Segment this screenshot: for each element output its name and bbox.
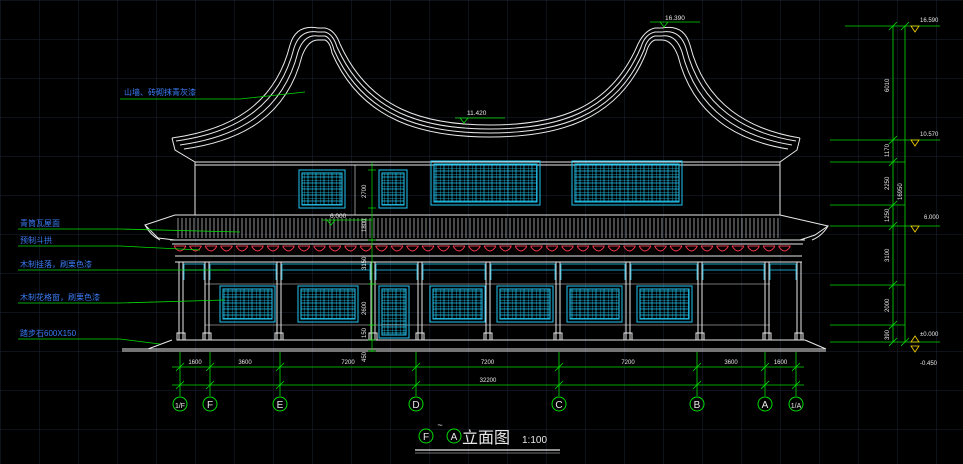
right-dim-seg-6: 2000 (885, 298, 891, 312)
inner-dim-1: 2700 (362, 184, 368, 198)
axis-bubble (551, 396, 567, 412)
inner-dim-4: 2600 (362, 301, 368, 315)
right-dim-seg-5: 3100 (885, 248, 891, 262)
axis-label: D (412, 400, 419, 411)
axis-label: 1/F (175, 403, 185, 410)
inner-dim-5: 150 (362, 327, 368, 338)
right-dim-seg-3: 2250 (885, 176, 891, 190)
axis-label: B (694, 400, 701, 411)
lower-window-2 (297, 285, 359, 323)
level-valley-label: 11.420 (467, 110, 487, 117)
base-plinth (122, 339, 827, 352)
title-tilde: ~ (437, 420, 442, 430)
inner-vertical-dims (368, 162, 376, 352)
axis-label: E (277, 400, 284, 411)
bracket-row (173, 245, 791, 252)
note-roof-tile: 青筒瓦屋面 (20, 218, 60, 228)
bottom-dim-seg: 1600 (774, 360, 788, 366)
upper-window-mid (378, 169, 408, 209)
right-level-mid: 6.000 (924, 215, 940, 221)
axis-label: C (555, 400, 562, 411)
axis-bubble (272, 396, 288, 412)
bottom-dim-seg: 3600 (724, 360, 738, 366)
right-dim-seg-2: 1170 (885, 143, 891, 157)
axis-bubbles: 1/F F E D C B A 1/A (172, 396, 804, 412)
axis-bubble (202, 396, 218, 412)
lower-eave (144, 214, 830, 245)
inner-dim-2: 1800 (362, 218, 368, 232)
right-level-upper: 10.570 (920, 132, 939, 138)
lower-windows (219, 285, 693, 339)
bottom-dim-total: 32200 (480, 378, 497, 384)
axis-bubble (788, 396, 804, 412)
bottom-dim-seg: 1600 (188, 360, 202, 366)
upper-window-left (298, 169, 346, 209)
note-labels: 山墙、砖砌抹青灰漆 青筒瓦屋面 预制斗拱 木制挂落，刷栗色漆 木制花格窗，刷栗色… (20, 87, 196, 338)
inner-dim-3: 3150 (362, 256, 368, 270)
upper-window-center (430, 160, 541, 206)
axis-bubble (408, 396, 424, 412)
lower-window-4 (496, 285, 554, 323)
title-axis-from: F (423, 432, 429, 443)
axis-bubble (757, 396, 773, 412)
lower-door (378, 285, 410, 339)
lower-window-3 (429, 285, 486, 323)
right-level-top: 16.590 (920, 18, 939, 24)
bottom-dim-seg: 7200 (621, 360, 635, 366)
right-level-below: -0.450 (920, 361, 938, 367)
bottom-dimension-lines (172, 352, 804, 396)
level-eave-label: 6.000 (330, 213, 347, 220)
axis-bubble (172, 396, 188, 412)
right-level-ground: ±0.000 (920, 332, 939, 338)
right-dim-seg-4: 1250 (885, 208, 891, 222)
bottom-dim-seg: 7200 (481, 360, 495, 366)
lower-window-5 (566, 285, 623, 323)
axis-label: 1/A (791, 403, 802, 410)
right-dim-seg-7: 390 (885, 329, 891, 340)
inner-dim-6: 450 (362, 351, 368, 362)
axis-label: A (762, 400, 769, 411)
upper-windows (298, 160, 683, 209)
roof-outline (171, 26, 801, 168)
right-level-triangles (910, 25, 920, 353)
lower-window-1 (219, 285, 276, 323)
right-dim-seg-1: 6010 (885, 78, 891, 92)
bottom-dim-seg: 7200 (341, 360, 355, 366)
drawing-title: F ~ A 立面图 1:100 (415, 420, 560, 454)
title-name: 立面图 (462, 429, 510, 447)
level-ridge-label: 16.390 (665, 15, 685, 22)
facade-level-marks (322, 21, 700, 226)
upper-window-right (571, 160, 683, 206)
bottom-dimension-labels: 1600 3600 7200 7200 7200 3600 1600 32200 (188, 360, 788, 384)
note-step-stone: 踏步石600X150 (20, 328, 77, 338)
note-window: 木制花格窗，刷栗色漆 (20, 292, 100, 302)
bottom-dim-seg: 3600 (238, 360, 252, 366)
axis-label: F (207, 400, 213, 411)
right-dim-total: 16950 (898, 183, 904, 200)
title-scale: 1:100 (522, 435, 547, 446)
title-axis-to: A (451, 432, 458, 443)
note-bracket: 预制斗拱 (20, 235, 52, 245)
right-dimension-lines (830, 21, 940, 347)
hanging-fretwork (183, 263, 797, 280)
note-fretwork: 木制挂落，刷栗色漆 (20, 259, 92, 269)
lower-window-6 (636, 285, 693, 323)
note-gable-wall: 山墙、砖砌抹青灰漆 (124, 87, 196, 97)
axis-bubble (689, 396, 705, 412)
note-leaders (18, 91, 306, 345)
